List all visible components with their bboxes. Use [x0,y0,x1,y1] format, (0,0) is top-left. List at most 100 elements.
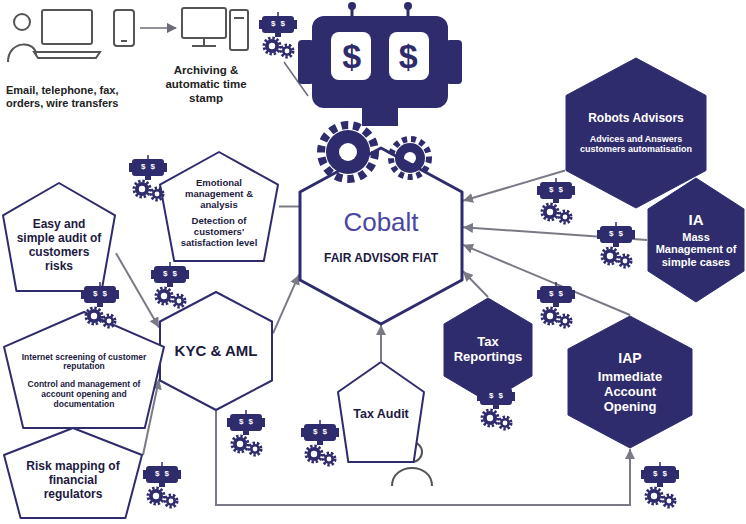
gear-hole [667,499,672,504]
node-content: KYC & AML [168,342,264,359]
neck [657,483,663,487]
gear [543,205,557,219]
gear-hole [487,415,493,421]
robot-eyes: $ $ [300,425,340,439]
gear-teeth [306,446,322,462]
gear-teeth [165,495,177,507]
connector [279,206,299,208]
gear-hole [155,192,160,197]
gear-hole [161,293,167,299]
gear [282,46,292,56]
node-shape [4,428,142,518]
robot-eyes: $ $ [536,183,576,197]
gear-teeth [148,488,164,504]
neck [167,283,173,287]
node-body: Immediate Account Opening [576,370,684,415]
robot-eyes: $ $ [476,389,516,403]
node-shape [444,298,532,402]
feature-pentagon: Risk mapping of financial regulators [4,428,142,518]
connector [216,411,630,505]
service-hexagon: IAPImmediate Account Opening [568,316,692,448]
gear [152,189,162,199]
gear [307,447,321,461]
node-shape [3,183,115,291]
gear-teeth [156,288,172,304]
gear-teeth [619,255,631,267]
gear-hole [547,209,553,215]
node-body: FAIR ADVISOR FIAT [312,252,450,266]
gear-teeth [232,436,248,452]
gear-teeth [646,488,662,504]
antenna [169,262,171,266]
node-body: Mass Management of simple cases [654,231,738,269]
gear [87,309,101,323]
service-hexagon: Tax Reportings [444,298,532,402]
node-content: Tax Reportings [450,335,526,365]
node-body: Advices and Answers customers automatisa… [574,134,698,155]
computer-icon [182,8,248,50]
gear [620,256,630,266]
service-hexagon: IA Mass Management of simple cases [648,178,744,302]
gear [483,411,497,425]
node-title: KYC & AML [168,342,264,359]
antenna [555,178,557,182]
gear [149,489,163,503]
connector [116,253,159,327]
node-shape [648,178,744,302]
robot-icon: $ $ [640,462,680,510]
gear-hole [285,49,290,54]
node-shape [300,148,462,324]
robot-eyes: $ $ [128,160,168,174]
antenna [319,420,321,424]
node-content: IAPImmediate Account Opening [576,350,684,415]
gear [233,437,247,451]
neck [97,303,103,307]
gear-teeth [663,495,675,507]
feature-pentagon: Emotional management & analysisDetection… [160,152,278,261]
gear [324,454,334,464]
node-title: Emotional management & analysis [172,178,266,211]
gear-teeth [86,308,102,324]
node-content: IA Mass Management of simple cases [654,211,738,268]
gear [647,489,661,503]
gear [500,418,510,428]
gear-hole [153,493,159,499]
node-shape [338,362,424,462]
gear [174,296,184,306]
gear-teeth [559,211,571,223]
gear-hole [107,319,112,324]
node-shape [160,292,272,410]
node-shape [568,316,692,448]
gear-teeth [103,315,115,327]
antenna [147,155,149,159]
robot-eyes: $ $ [300,33,460,79]
neck [317,441,323,445]
node-content: Risk mapping of financial regulators [20,460,126,501]
connector [273,275,299,334]
robot-eyes: $ $ [226,415,266,429]
gear-hole [269,43,275,49]
gear [265,39,279,53]
gear-teeth [542,204,558,220]
gear-teeth [134,181,150,197]
neck [553,199,559,203]
gear [664,496,674,506]
node-title: IA [654,211,738,228]
gear-hole [651,493,657,499]
neck [553,303,559,307]
gear-hole [623,259,628,264]
gear-teeth [542,308,558,324]
node-content: Easy and simple audit of customers risks [15,218,103,273]
gear [250,444,260,454]
robot-icon: $ $ [536,178,576,226]
robot-icon: $ $ [128,155,168,203]
antenna [555,282,557,286]
connector [380,325,382,361]
gear-hole [503,421,508,426]
feature-pentagon: Tax Audit [338,362,424,462]
node-content: Internet screening of customer reputatio… [20,353,148,410]
feature-pentagon: Internet screening of customer reputatio… [4,312,164,428]
node-title: Risk mapping of financial regulators [20,460,126,501]
gear [104,316,114,326]
